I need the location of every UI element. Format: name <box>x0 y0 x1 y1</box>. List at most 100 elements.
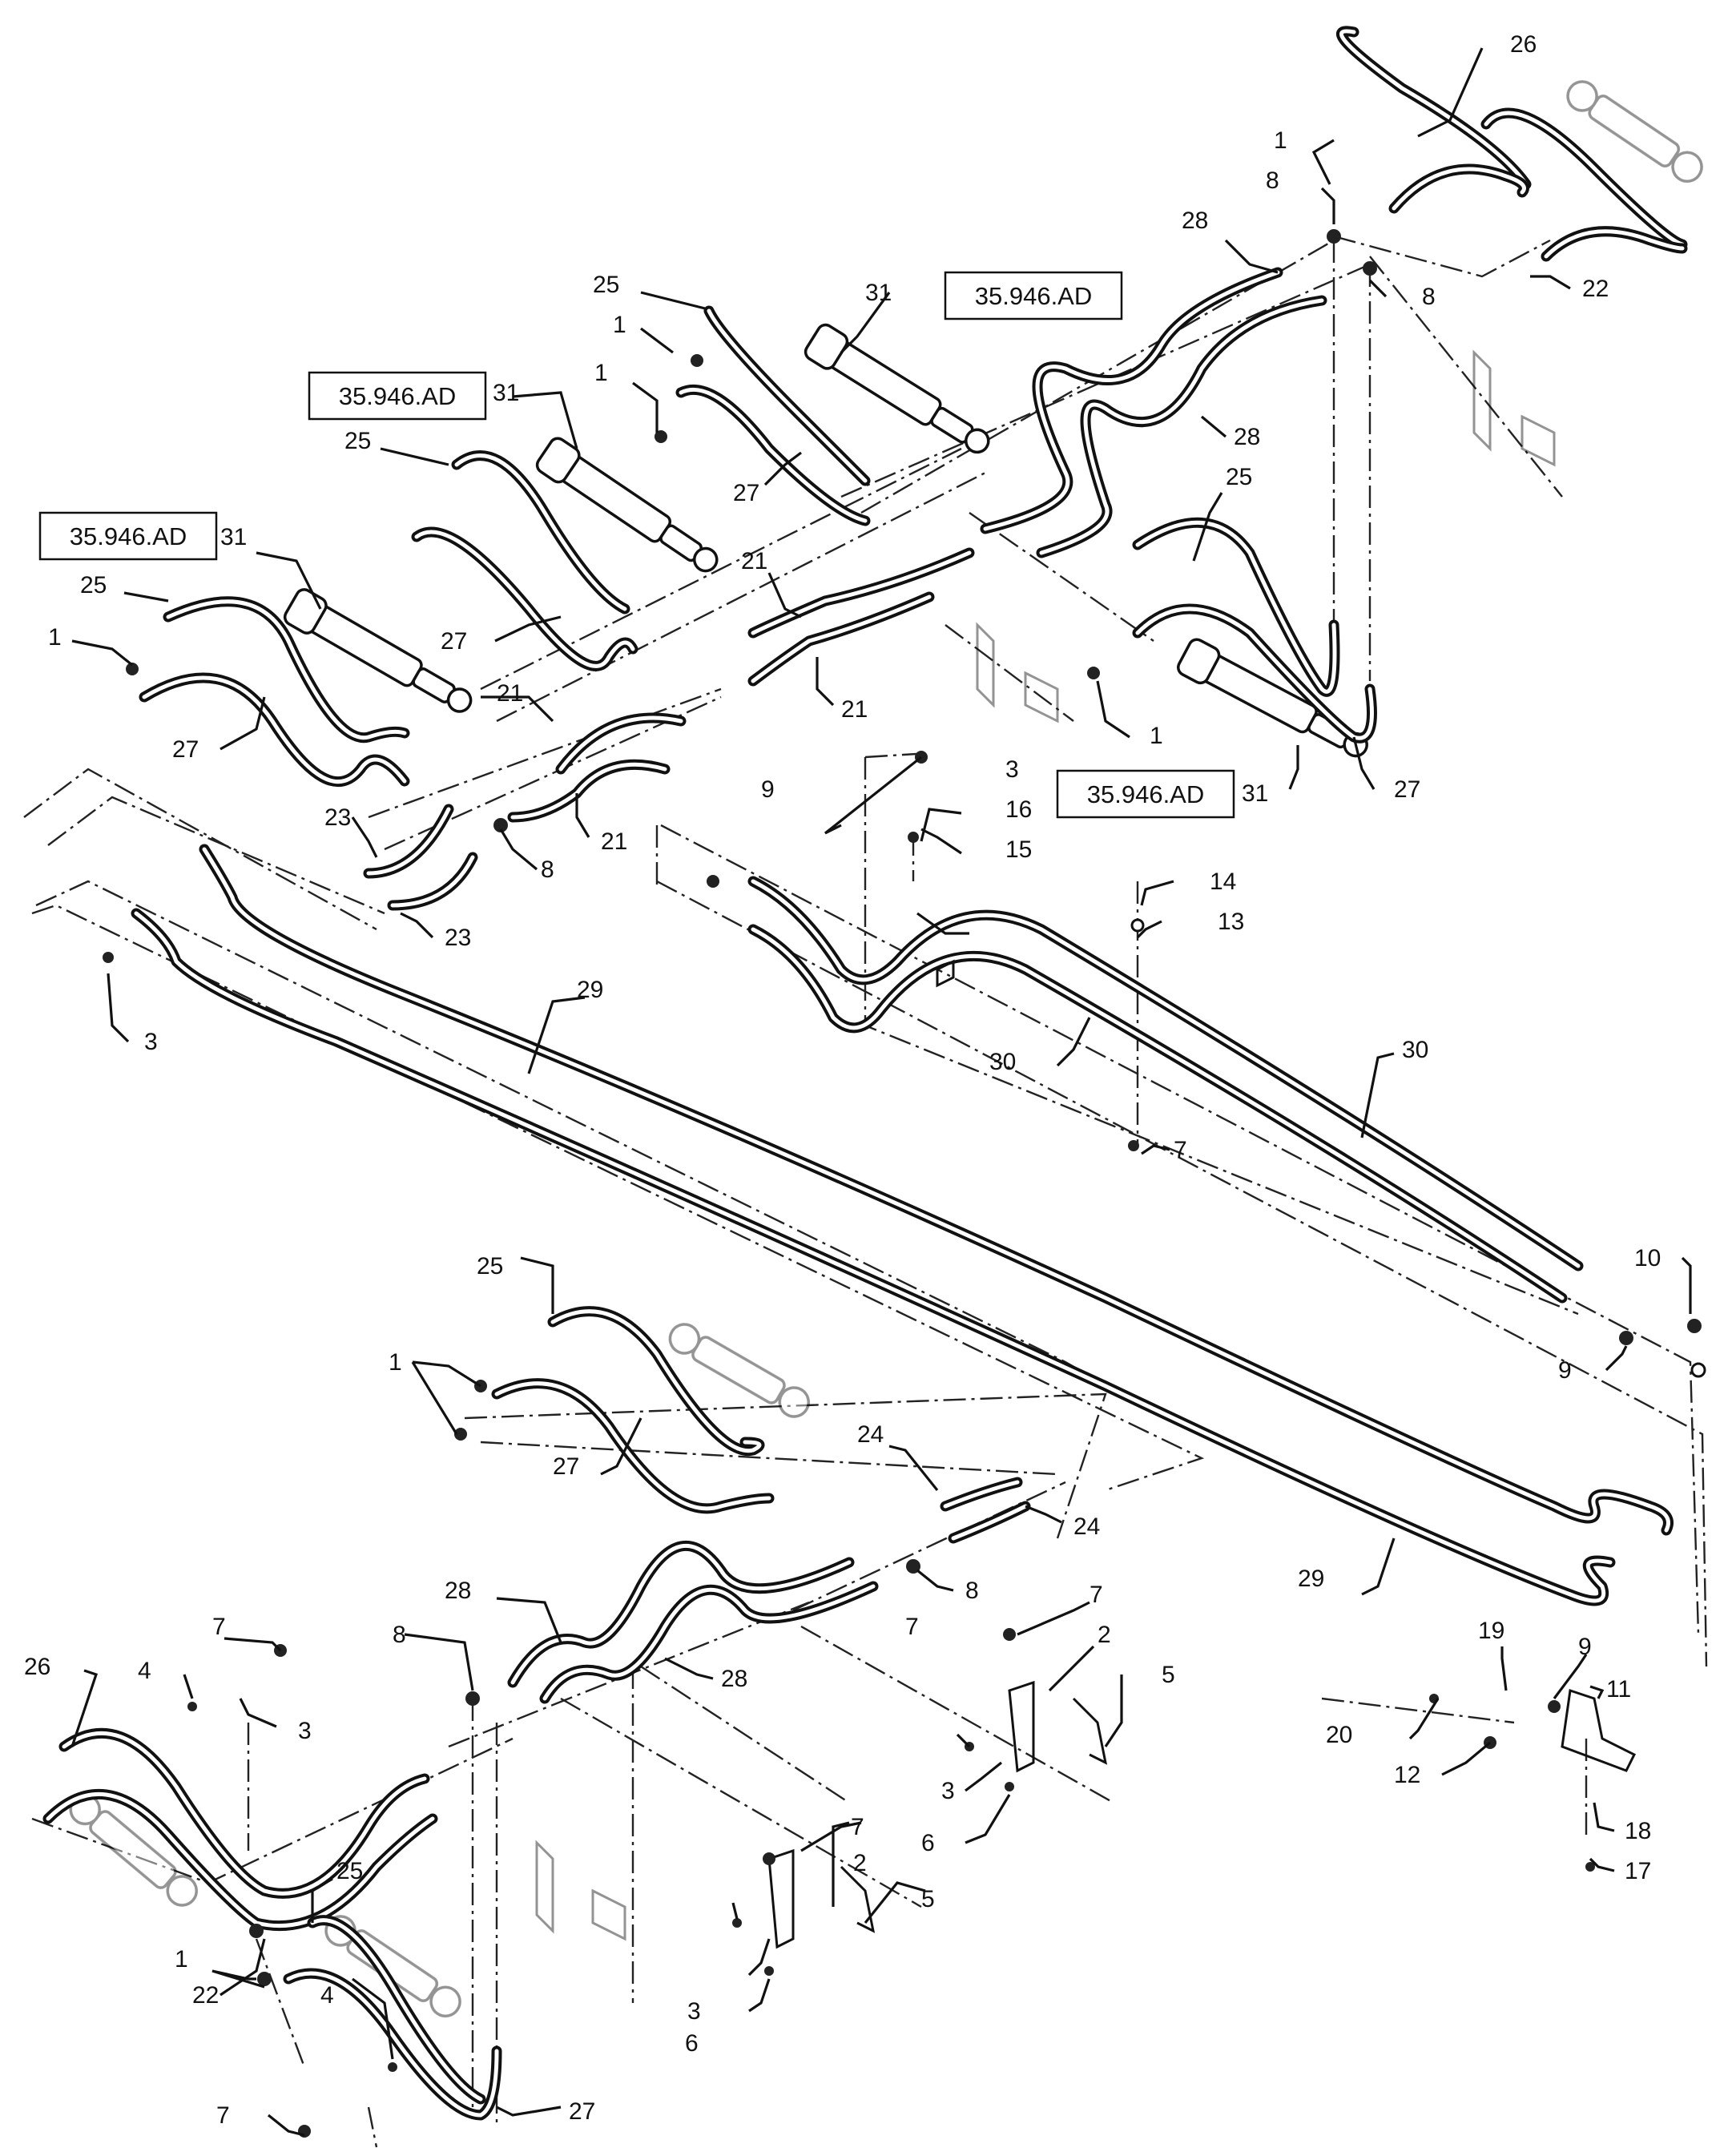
callout-22: 22 <box>1582 276 1609 302</box>
callout-12: 12 <box>1394 1762 1420 1788</box>
brackets <box>767 959 1637 1949</box>
callout-27: 27 <box>733 480 759 506</box>
callout-28: 28 <box>445 1578 471 1604</box>
fittings <box>103 229 1706 2138</box>
callout-7: 7 <box>1174 1137 1187 1163</box>
callout-7: 7 <box>212 1614 226 1640</box>
callout-29: 29 <box>1298 1566 1324 1592</box>
callout-9: 9 <box>1558 1357 1572 1384</box>
reference-label: 35.946.AD <box>975 282 1093 310</box>
callout-26: 26 <box>24 1654 50 1680</box>
callout-1: 1 <box>594 360 608 386</box>
callout-13: 13 <box>1218 909 1244 935</box>
callout-26: 26 <box>1510 31 1537 58</box>
callout-21: 21 <box>601 828 627 855</box>
cylinder-top <box>804 323 990 454</box>
callout-14: 14 <box>1210 868 1236 895</box>
callout-25: 25 <box>1226 464 1252 490</box>
callout-4: 4 <box>320 1982 334 2009</box>
callout-8: 8 <box>1422 284 1436 310</box>
callout-3: 3 <box>1005 756 1019 783</box>
callout-30: 30 <box>989 1049 1016 1075</box>
callout-8: 8 <box>1266 167 1279 194</box>
callout-25: 25 <box>80 572 107 598</box>
callout-3: 3 <box>687 1998 701 2025</box>
callout-31: 31 <box>493 380 519 406</box>
callout-21: 21 <box>841 696 868 723</box>
callout-25: 25 <box>336 1858 363 1884</box>
callout-8: 8 <box>965 1578 979 1604</box>
callout-7: 7 <box>216 2102 230 2129</box>
callout-4: 4 <box>138 1658 151 1684</box>
callout-17: 17 <box>1625 1858 1651 1884</box>
reference-box-left[interactable]: 35.946.AD <box>38 511 218 561</box>
callout-numbers: 1 1 1 1 1 1 1 2 2 3 3 3 3 3 4 4 5 5 6 6 … <box>24 31 1661 2129</box>
reference-box-mid[interactable]: 35.946.AD <box>308 371 487 421</box>
callout-8: 8 <box>393 1622 406 1648</box>
callout-3: 3 <box>941 1778 955 1804</box>
callout-25: 25 <box>344 428 371 454</box>
callout-9: 9 <box>761 776 775 803</box>
callout-21: 21 <box>497 680 523 707</box>
callout-27: 27 <box>553 1453 579 1480</box>
reference-label: 35.946.AD <box>70 522 187 550</box>
phantom-cylinders <box>69 80 1703 2018</box>
callout-31: 31 <box>865 280 892 306</box>
callout-18: 18 <box>1625 1818 1651 1844</box>
callout-7: 7 <box>905 1614 919 1640</box>
callout-3: 3 <box>144 1029 158 1055</box>
callout-11: 11 <box>1606 1676 1631 1703</box>
callout-25: 25 <box>593 272 619 298</box>
callout-1: 1 <box>48 624 62 651</box>
cylinder-left <box>283 588 473 713</box>
callout-1: 1 <box>1274 127 1287 154</box>
callout-7: 7 <box>851 1814 864 1840</box>
callout-27: 27 <box>1394 776 1420 803</box>
hydraulic-cylinders <box>283 323 1368 758</box>
callout-19: 19 <box>1478 1618 1504 1644</box>
callout-1: 1 <box>175 1946 188 1973</box>
hoses <box>42 26 1688 2121</box>
callout-31: 31 <box>1242 780 1268 807</box>
reference-box-right[interactable]: 35.946.AD <box>1056 769 1235 819</box>
callout-23: 23 <box>445 925 471 951</box>
callout-8: 8 <box>541 856 554 883</box>
callout-6: 6 <box>685 2030 699 2057</box>
callout-30: 30 <box>1402 1037 1428 1063</box>
centerlines <box>23 235 1708 2148</box>
cylinder-mid <box>535 437 719 573</box>
callout-27: 27 <box>569 2098 595 2125</box>
callout-15: 15 <box>1005 836 1032 863</box>
callout-3: 3 <box>298 1718 312 1744</box>
callout-24: 24 <box>1073 1513 1100 1540</box>
callout-27: 27 <box>172 736 199 763</box>
callout-24: 24 <box>857 1421 884 1448</box>
callout-5: 5 <box>921 1886 935 1912</box>
callout-6: 6 <box>921 1830 935 1856</box>
callout-28: 28 <box>1182 208 1208 234</box>
callout-27: 27 <box>441 628 467 655</box>
reference-label: 35.946.AD <box>339 382 457 410</box>
callout-10: 10 <box>1634 1245 1661 1271</box>
callout-25: 25 <box>477 1253 503 1280</box>
reference-label: 35.946.AD <box>1087 780 1205 808</box>
callout-31: 31 <box>220 524 247 550</box>
reference-boxes: 35.946.AD 35.946.AD 35.946.AD 35.946.AD <box>38 271 1235 819</box>
callout-1: 1 <box>613 312 626 338</box>
leader-lines <box>70 47 1692 2137</box>
callout-16: 16 <box>1005 796 1032 823</box>
callout-23: 23 <box>324 804 351 831</box>
callout-2: 2 <box>853 1850 867 1876</box>
callout-28: 28 <box>1234 424 1260 450</box>
callout-1: 1 <box>1150 723 1163 749</box>
reference-box-top[interactable]: 35.946.AD <box>944 271 1123 320</box>
callout-21: 21 <box>741 548 767 574</box>
callout-2: 2 <box>1098 1622 1111 1648</box>
callout-20: 20 <box>1326 1722 1352 1748</box>
callout-9: 9 <box>1578 1634 1592 1660</box>
callout-5: 5 <box>1162 1662 1175 1688</box>
callout-1: 1 <box>389 1349 402 1376</box>
callout-29: 29 <box>577 977 603 1003</box>
callout-22: 22 <box>192 1982 219 2009</box>
